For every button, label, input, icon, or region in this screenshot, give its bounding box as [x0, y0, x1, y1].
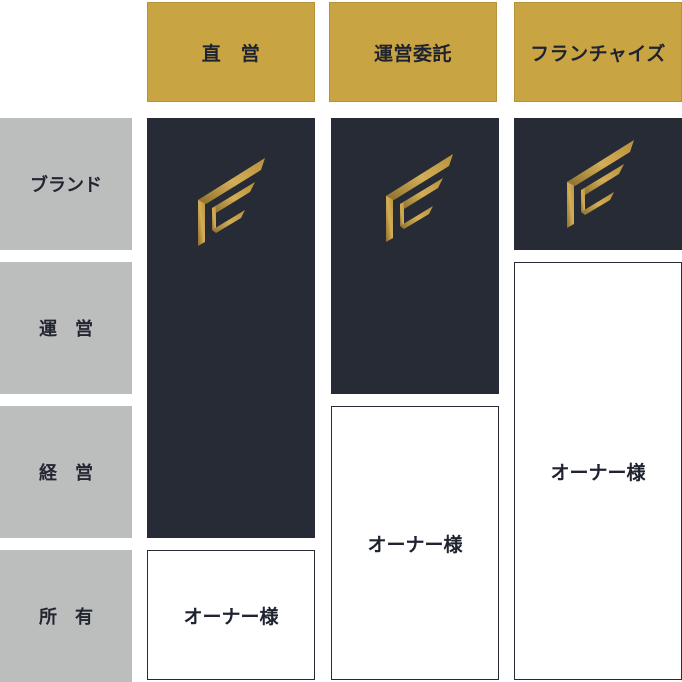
direct-owner-block: オーナー様 [147, 550, 315, 680]
row-label-management: 経 営 [0, 406, 132, 538]
column-header-direct: 直 営 [147, 2, 315, 102]
wing-f-logo-icon [198, 158, 265, 246]
row-label-text: 所 有 [39, 607, 93, 628]
franchise-brand-block [514, 118, 682, 250]
direct-brand-operation-management-block [147, 118, 315, 538]
column-header-consignment: 運営委託 [329, 2, 497, 102]
franchise-owner-block: オーナー様 [514, 262, 682, 680]
wing-f-logo-icon [386, 154, 453, 242]
column-header-franchise: フランチャイズ [514, 2, 682, 102]
row-label-ownership: 所 有 [0, 550, 132, 682]
row-label-text: 運 営 [39, 319, 93, 340]
consignment-owner-block: オーナー様 [331, 406, 499, 680]
wing-f-logo-icon [567, 140, 634, 228]
row-label-text: 経 営 [39, 463, 93, 484]
column-header-label: 運営委託 [373, 42, 452, 65]
row-label-text: ブランド [30, 175, 102, 196]
consignment-brand-operation-block [331, 118, 499, 394]
owner-label: オーナー様 [183, 605, 279, 628]
column-header-label: 直 営 [201, 42, 261, 65]
owner-label: オーナー様 [550, 461, 646, 484]
row-label-brand: ブランド [0, 118, 132, 250]
column-header-label: フランチャイズ [530, 42, 666, 65]
owner-label: オーナー様 [367, 533, 463, 556]
row-label-operation: 運 営 [0, 262, 132, 394]
